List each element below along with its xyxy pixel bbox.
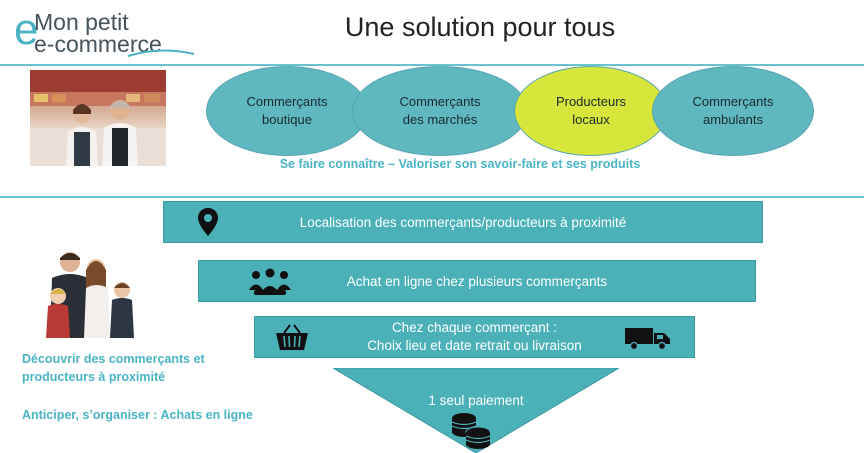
funnel-step-3-line-1: Chez chaque commerçant : xyxy=(391,320,558,335)
benefit-line-1: Découvrir des commerçants et xyxy=(22,352,205,366)
segment-commercants-boutique: Commerçants boutique xyxy=(206,66,368,156)
middle-divider xyxy=(0,196,864,198)
benefit-line-2: producteurs à proximité xyxy=(22,370,166,384)
logo-e-letter: e xyxy=(14,5,39,54)
segment-label-2b: des marchés xyxy=(402,112,478,127)
funnel-step-paiement-triangle xyxy=(333,368,619,453)
funnel-step-4-label: 1 seul paiement xyxy=(428,393,524,408)
segment-label-1b: boutique xyxy=(262,112,312,127)
funnel-step-2-label: Achat en ligne chez plusieurs commerçant… xyxy=(346,273,608,289)
funnel-step-localisation: Localisation des commerçants/producteurs… xyxy=(163,201,763,243)
segment-label-4b: ambulants xyxy=(703,112,763,127)
top-divider xyxy=(0,64,864,66)
segment-label-3a: Producteurs xyxy=(555,94,627,109)
truck-icon xyxy=(625,328,670,350)
group-icon xyxy=(249,268,291,295)
funnel-step-achat-en-ligne: Achat en ligne chez plusieurs commerçant… xyxy=(198,260,756,302)
logo-line-1: Mon petit xyxy=(34,9,129,35)
segment-label-4a: Commerçants xyxy=(692,94,774,109)
shopkeepers-photo xyxy=(30,70,166,166)
basket-icon xyxy=(276,324,308,350)
segment-label-3b: locaux xyxy=(572,112,610,127)
logo: e Mon petit e-commerce xyxy=(14,8,204,62)
funnel-step-retrait-livraison: Chez chaque commerçant : Choix lieu et d… xyxy=(254,316,695,358)
family-photo xyxy=(28,248,156,338)
segment-label-1a: Commerçants xyxy=(246,94,328,109)
benefit-anticipate: Anticiper, s’organiser : Achats en ligne xyxy=(22,408,253,422)
map-pin-icon xyxy=(198,208,218,236)
page-title: Une solution pour tous xyxy=(344,12,616,42)
coins-icon xyxy=(451,413,491,449)
logo-swoosh xyxy=(127,49,195,57)
benefit-discover: Découvrir des commerçants et producteurs… xyxy=(22,350,205,386)
funnel-step-1-label: Localisation des commerçants/producteurs… xyxy=(299,214,627,230)
funnel-step-3-line-2: Choix lieu et date retrait ou livraison xyxy=(367,338,582,353)
segment-producteurs-locaux: Producteurs locaux xyxy=(514,66,668,156)
segment-label-2a: Commerçants xyxy=(399,94,481,109)
tagline: Se faire connaître – Valoriser son savoi… xyxy=(279,157,641,171)
segment-commercants-marches: Commerçants des marchés xyxy=(352,66,528,156)
segment-commercants-ambulants: Commerçants ambulants xyxy=(652,66,814,156)
